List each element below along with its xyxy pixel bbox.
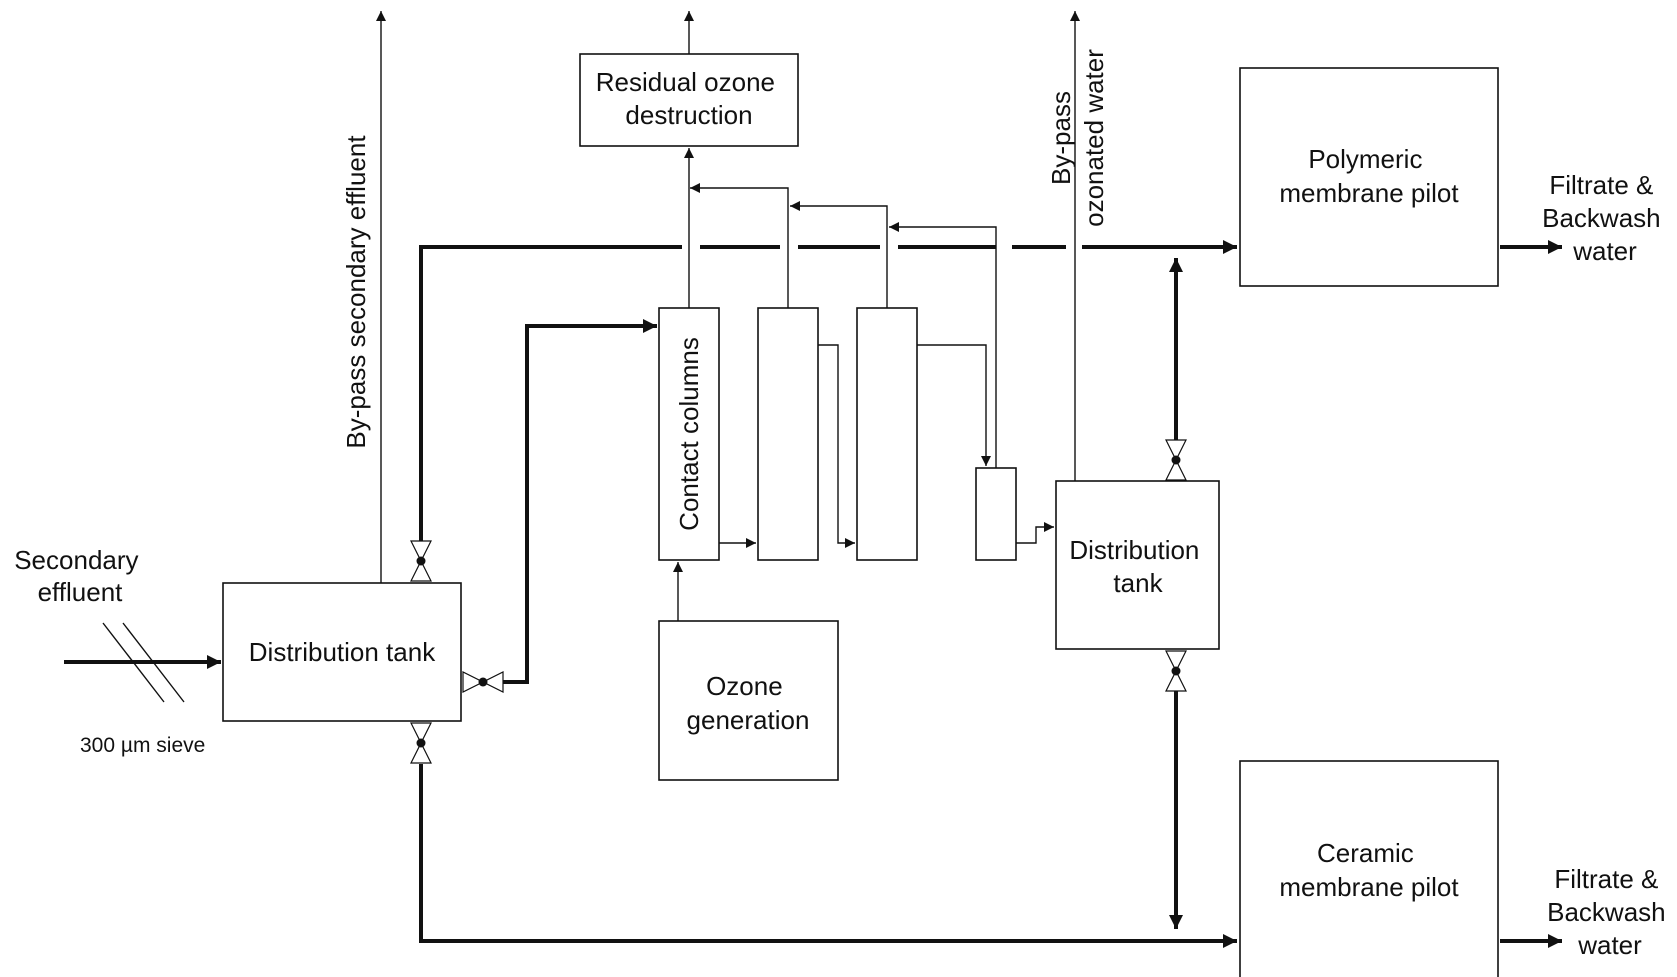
residual-ozone-box [579, 53, 799, 147]
small-column-offgas [889, 222, 997, 468]
contact-columns-label: Contact columns [674, 337, 704, 531]
sieve-label: 300 µm sieve [80, 734, 205, 757]
ceramic-pilot-box [1239, 760, 1499, 977]
filtrate-ceramic-label: Filtrate & Backwash water [1547, 864, 1673, 960]
secondary-effluent-inflow [64, 622, 221, 703]
ceramic-pilot-label: Ceramic membrane pilot [1279, 838, 1459, 902]
polymeric-pilot-label: Polymeric membrane pilot [1279, 144, 1459, 208]
bypass-ozonated-label-line2: ozonated water [1079, 49, 1109, 227]
valve-tank1-top[interactable] [410, 540, 432, 582]
distribution-tank-1-box [222, 582, 462, 722]
column3-to-small-column [917, 344, 991, 466]
line-to-polymeric-pilot [419, 247, 1237, 551]
distribution-tank-2-box [1055, 480, 1220, 650]
column2-offgas [690, 183, 789, 308]
valve-tank2-top[interactable] [1165, 439, 1187, 481]
bypass-ozonated-label-line1: By-pass [1046, 91, 1076, 185]
small-column [975, 467, 1017, 561]
residual-ozone-label: Residual ozone destruction [596, 67, 782, 130]
small-column-to-tank2 [1016, 522, 1054, 544]
valve-tank2-bottom[interactable] [1165, 650, 1187, 692]
ozone-generation-label: Ozone generation [687, 671, 810, 735]
filtrate-polymeric-label: Filtrate & Backwash water [1542, 170, 1668, 266]
line-to-contact-columns [502, 319, 657, 684]
bypass-secondary-label: By-pass secondary effluent [341, 135, 371, 449]
distribution-tank-1-label: Distribution tank [249, 637, 436, 667]
contact-column-2 [757, 307, 819, 561]
column2-to-column3 [818, 344, 855, 548]
secondary-effluent-label: Secondary effluent [14, 545, 146, 607]
contact-column-3 [856, 307, 918, 561]
line-to-ceramic-pilot [419, 764, 1237, 948]
valve-tank1-bottom[interactable] [410, 722, 432, 764]
valve-tank1-right[interactable] [462, 671, 504, 693]
column3-offgas [790, 201, 888, 308]
distribution-tank-2-label: Distribution tank [1069, 535, 1206, 598]
ozone-generation-box [658, 620, 839, 781]
polymeric-pilot-box [1239, 67, 1499, 287]
